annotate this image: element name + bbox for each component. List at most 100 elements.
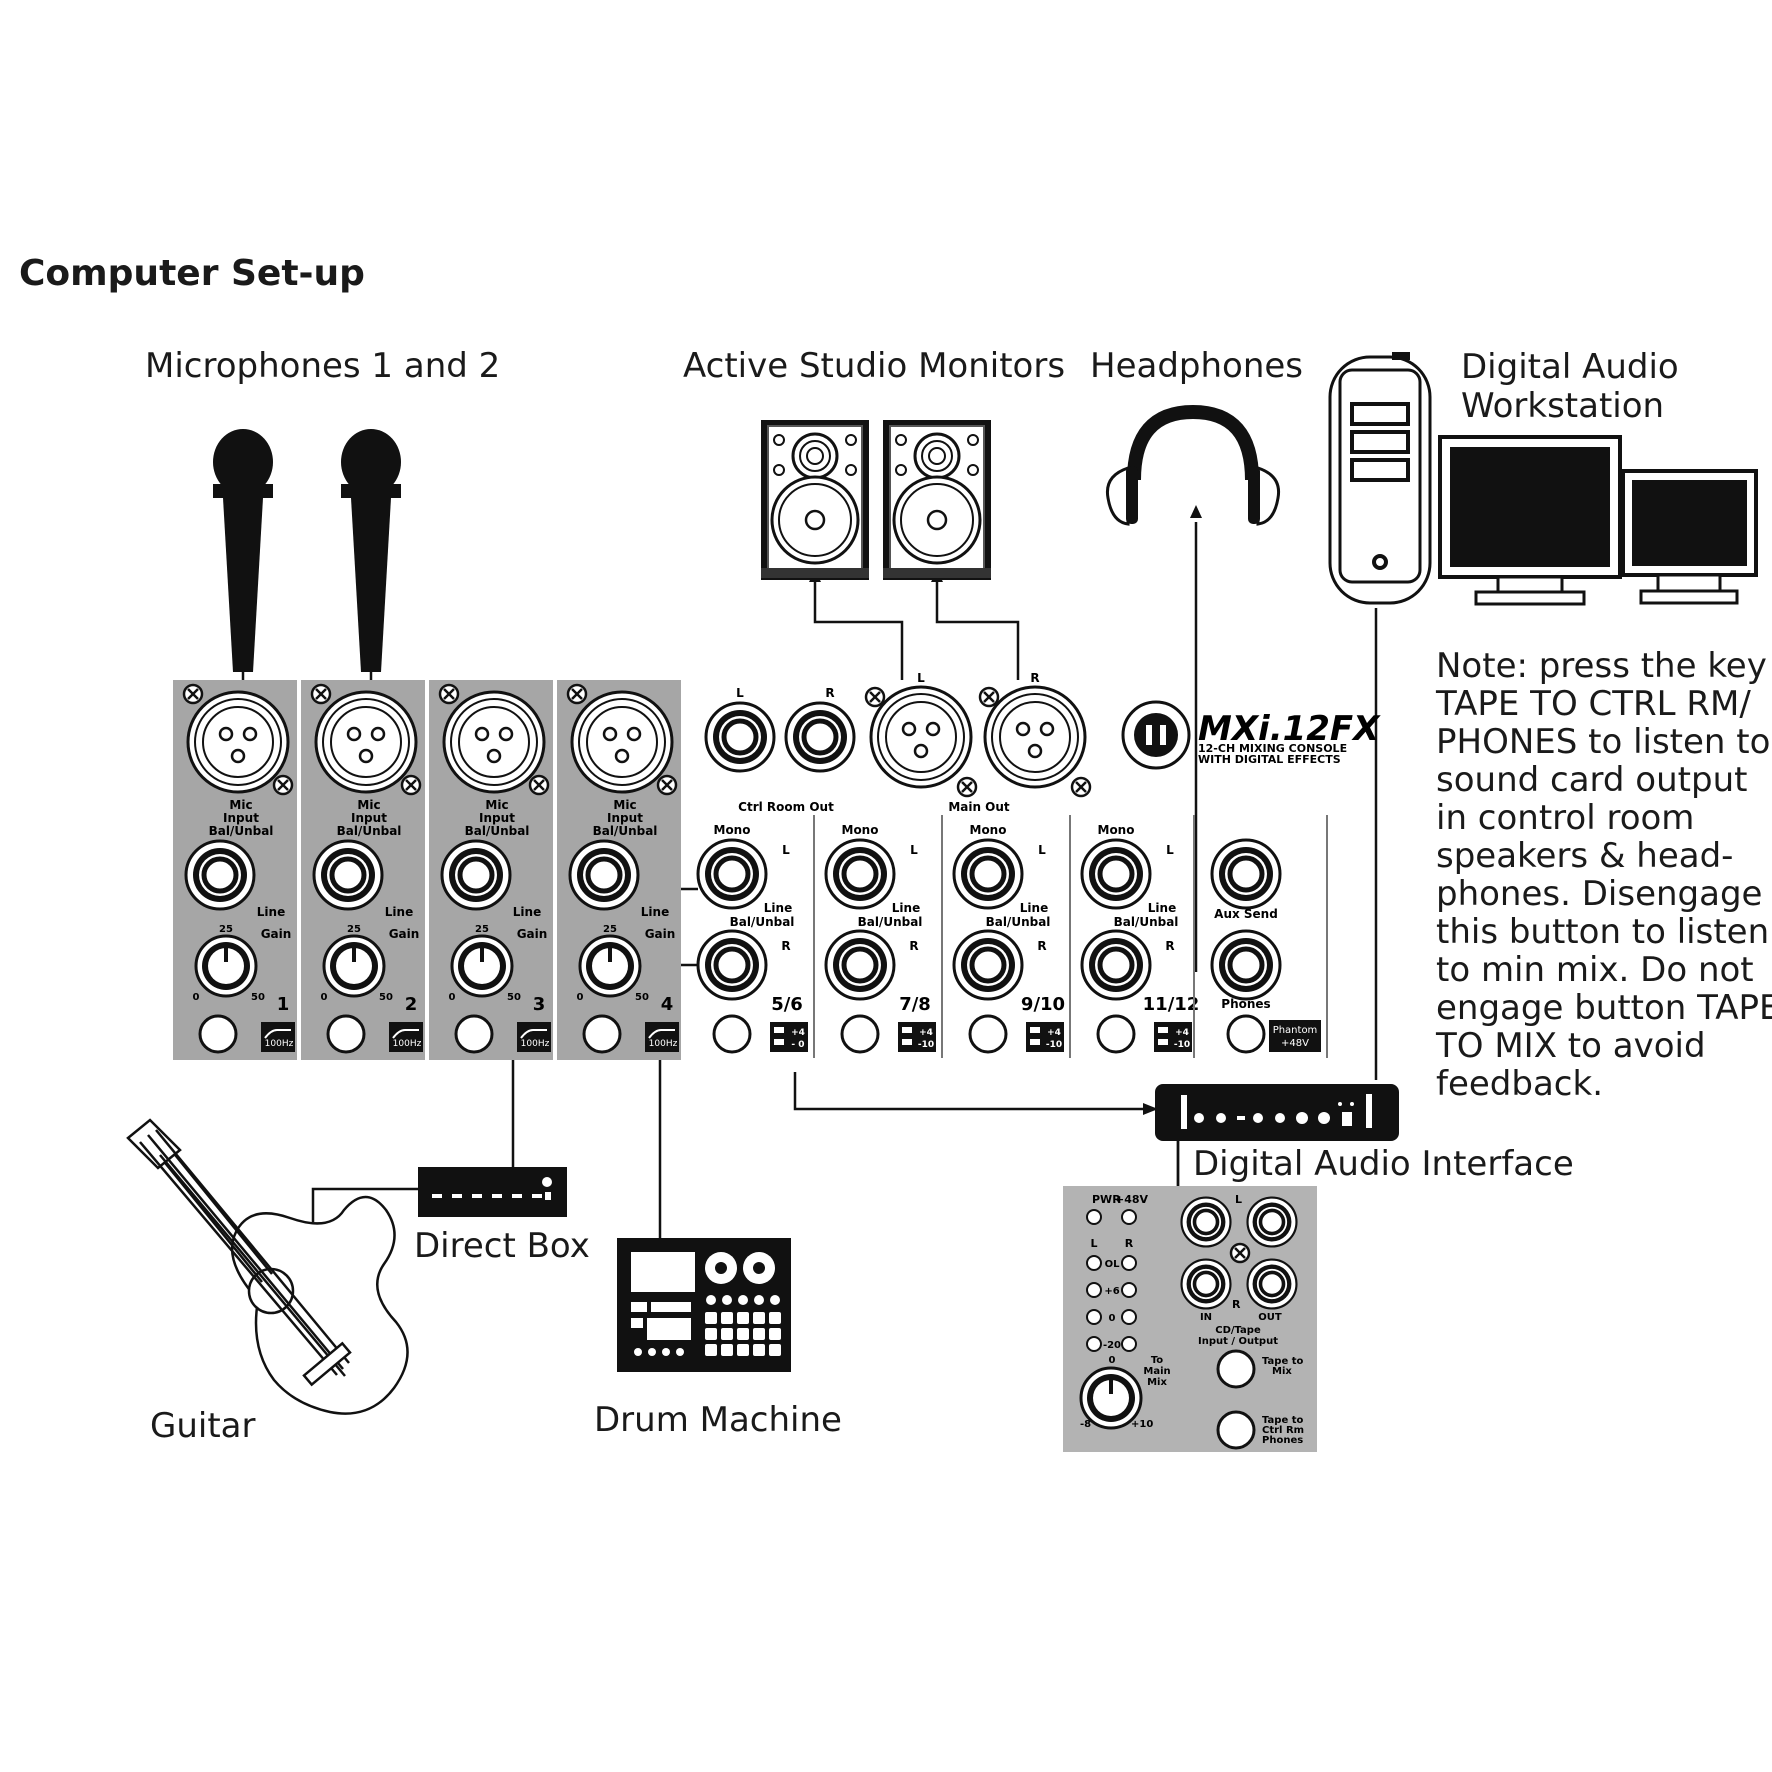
aux-send-jack	[1212, 840, 1280, 908]
to-main-mix-label-1: To	[1151, 1355, 1163, 1366]
gain-mid-label: 25	[603, 924, 617, 935]
gain-max-label: 50	[251, 992, 265, 1003]
topp-pro-logo: MXi.12FX 12-CH MIXING CONSOLE WITH DIGIT…	[1121, 700, 1381, 770]
mute-button	[840, 1014, 880, 1054]
meter-label: 0	[1109, 1313, 1116, 1324]
mic-input-xlr	[186, 690, 290, 794]
mono-label: Mono	[842, 823, 879, 837]
meter-label: OL	[1105, 1259, 1121, 1270]
drum-pad	[721, 1312, 733, 1324]
screw-icon	[864, 686, 886, 708]
mute-button	[326, 1014, 366, 1054]
knob-min-label: -8	[1080, 1419, 1091, 1430]
tape-to-mix-button	[1216, 1349, 1256, 1389]
drum-pad	[705, 1344, 717, 1356]
channel-number: 9/10	[1021, 994, 1065, 1015]
drum-pad	[770, 1295, 780, 1305]
level-plus4-label: +4	[1175, 1028, 1189, 1038]
stereo-left-jack	[698, 840, 766, 908]
ctrl-room-out-left-jack	[706, 703, 774, 771]
ctrl-room-out-label: Ctrl Room Out	[738, 800, 834, 814]
phantom-badge	[1269, 1020, 1321, 1052]
stereo-right-jack	[826, 931, 894, 999]
mono-label: Mono	[1098, 823, 1135, 837]
input-label: Input	[223, 811, 259, 825]
note-text: Note: press the key TAPE TO CTRL RM/ PHO…	[1436, 646, 1772, 1104]
line-label: Line	[764, 901, 792, 915]
mute-button	[968, 1014, 1008, 1054]
screw-icon	[1229, 1242, 1251, 1264]
note-line: TO MIX to avoid	[1436, 1026, 1706, 1066]
line-input-jack	[186, 841, 254, 909]
note-line: Note: press the key	[1436, 646, 1767, 686]
gain-max-label: 50	[379, 992, 393, 1003]
drum-pad	[705, 1312, 717, 1324]
bal-unbal-label: Bal/Unbal	[465, 824, 530, 838]
phantom-label: Phantom	[1273, 1025, 1318, 1036]
gain-min-label: 0	[449, 992, 456, 1003]
gain-max-label: 50	[635, 992, 649, 1003]
phones-jack	[1212, 931, 1280, 999]
tape-to-ctrl-label-3: Phones	[1262, 1435, 1303, 1446]
stereo-right-jack	[1082, 931, 1150, 999]
mic-label: Mic	[613, 798, 636, 812]
screw-icon	[528, 774, 550, 796]
meter-led	[1086, 1309, 1102, 1325]
input-label: Input	[479, 811, 515, 825]
tape-to-mix-label-1: Tape to	[1262, 1356, 1303, 1367]
monitors-label: Active Studio Monitors	[683, 346, 1066, 386]
stereo-right-jack	[698, 931, 766, 999]
bal-unbal-label: Bal/Unbal	[1114, 915, 1179, 929]
meter-led	[1121, 1336, 1137, 1352]
screw-icon	[310, 683, 332, 705]
screw-icon	[400, 774, 422, 796]
cd-tape-io-label: Input / Output	[1198, 1336, 1278, 1347]
gain-min-label: 0	[193, 992, 200, 1003]
note-line: phones. Disengage	[1436, 874, 1763, 914]
meter-led	[1121, 1282, 1137, 1298]
note-line: feedback.	[1436, 1064, 1603, 1104]
tape-out-right-jack	[1245, 1257, 1299, 1311]
bal-unbal-label: Bal/Unbal	[986, 915, 1051, 929]
direct-box-icon	[418, 1167, 567, 1217]
gain-label: Gain	[389, 927, 420, 941]
audio-interface-icon	[1155, 1084, 1399, 1141]
mute-button	[582, 1014, 622, 1054]
microphones-label: Microphones 1 and 2	[145, 346, 501, 386]
gain-mid-label: 25	[347, 924, 361, 935]
gain-knob	[322, 934, 386, 998]
line-label: Line	[1020, 901, 1048, 915]
screw-icon	[978, 686, 1000, 708]
ctrl-right-label: R	[825, 686, 834, 700]
line-label: Line	[513, 905, 541, 919]
monitor-left-cable	[813, 575, 904, 680]
level-minus-label: -10	[918, 1040, 934, 1050]
line-label: Line	[641, 905, 669, 919]
line-input-jack	[314, 841, 382, 909]
model-subtitle-1: 12-CH MIXING CONSOLE	[1198, 742, 1347, 755]
computer-monitor-small-icon	[1621, 469, 1758, 605]
note-line: sound card output	[1436, 760, 1748, 800]
main-out-right-xlr	[983, 685, 1087, 789]
gain-label: Gain	[645, 927, 676, 941]
meter-led	[1086, 1282, 1102, 1298]
screw-icon	[1070, 776, 1092, 798]
left-label: L	[1166, 843, 1174, 857]
channel-number: 4	[661, 994, 674, 1015]
screw-icon	[656, 774, 678, 796]
meter-left-label: L	[1090, 1237, 1097, 1250]
tape-right-label: R	[1232, 1298, 1241, 1311]
phantom-voltage-label: +48V	[1281, 1038, 1309, 1049]
drum-pad	[769, 1344, 781, 1356]
note-line: TAPE TO CTRL RM/	[1436, 684, 1751, 724]
right-label: R	[909, 939, 918, 953]
screw-icon	[182, 683, 204, 705]
mute-button	[712, 1014, 752, 1054]
cd-tape-panel: PWR +48V L R OL+60-20 L R IN OUT CD/Tape…	[1063, 1186, 1317, 1452]
mic-input-xlr	[442, 690, 546, 794]
mic-label: Mic	[485, 798, 508, 812]
mute-button	[198, 1014, 238, 1054]
